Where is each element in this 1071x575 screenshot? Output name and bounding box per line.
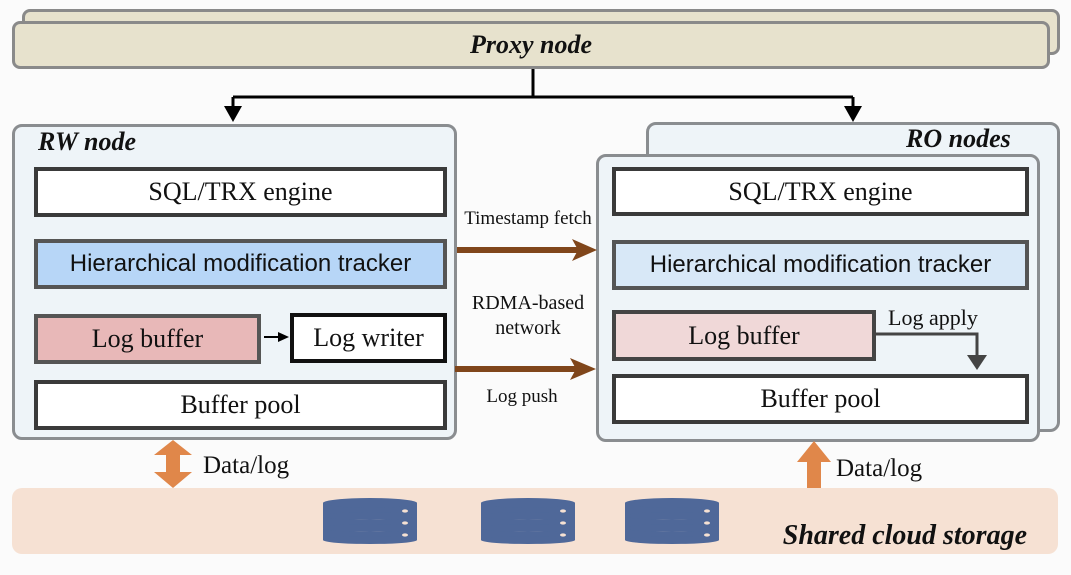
ro-sql-engine: SQL/TRX engine [612,167,1029,216]
rw-buffer-pool: Buffer pool [34,380,447,430]
database-icon [480,498,576,544]
ro-data-log-label: Data/log [836,455,923,482]
arrow-to-ro-icon [844,106,862,122]
timestamp-fetch-label: Timestamp fetch [464,208,592,229]
log-push-label: Log push [486,386,558,407]
timestamp-fetch-arrow [457,239,597,261]
rw-data-log-label: Data/log [203,452,290,479]
ro-modification-tracker: Hierarchical modification tracker [612,240,1029,290]
ro-nodes-title: RO nodes [906,124,1011,153]
shared-cloud-storage-title: Shared cloud storage [782,520,1027,551]
rw-log-buffer: Log buffer [34,314,261,364]
log-push-arrow [455,358,596,380]
proxy-node: Proxy node [12,21,1050,69]
log-apply-arrow-icon [967,355,987,370]
database-icon [624,498,720,544]
proxy-node-title: Proxy node [469,30,593,59]
ro-buffer-pool: Buffer pool [612,374,1029,424]
ro-log-buffer: Log buffer [612,310,876,361]
arrow-to-rw-icon [224,106,242,122]
rdma-network-label-line2: network [495,317,561,339]
rw-log-writer: Log writer [290,313,447,363]
log-writer-arrow-icon [278,332,289,342]
log-apply-label: Log apply [888,305,978,330]
ro-storage-up-arrow-icon [797,441,831,488]
rdma-network-label-line1: RDMA-based [471,292,585,314]
database-icon [322,498,418,544]
proxy-routing-arrows [231,69,855,108]
rw-storage-double-arrow-icon [154,440,192,488]
rw-modification-tracker: Hierarchical modification tracker [34,239,447,289]
rw-sql-engine: SQL/TRX engine [34,167,447,217]
rw-node-title: RW node [38,127,137,156]
